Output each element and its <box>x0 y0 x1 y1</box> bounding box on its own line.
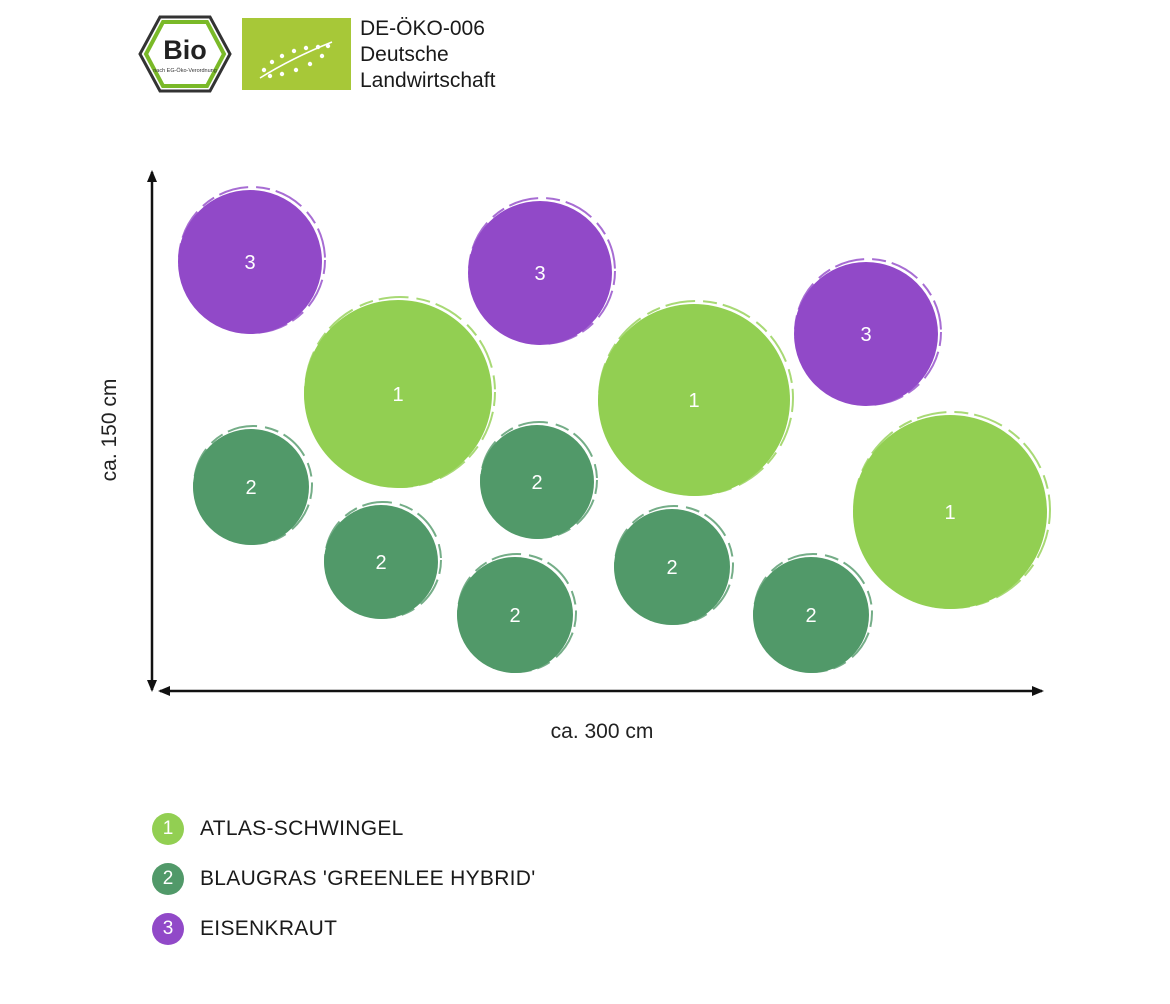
eu-star <box>325 43 331 49</box>
plant-number: 2 <box>509 605 520 627</box>
legend-marker-1: 1 <box>152 813 184 845</box>
plant-number: 2 <box>245 477 256 499</box>
eu-star <box>307 61 313 67</box>
plant-circle-2: 2 <box>614 505 734 625</box>
width-label: ca. 300 cm <box>551 720 654 743</box>
legend-marker-3: 3 <box>152 913 184 945</box>
plant-circle-1: 1 <box>598 300 794 496</box>
plant-number: 2 <box>666 557 677 579</box>
legend-item-1: 1 ATLAS-SCHWINGEL <box>152 812 536 846</box>
eu-star <box>269 59 275 65</box>
legend-marker-2: 2 <box>152 863 184 895</box>
planting-plan: ca. 150 cm ca. 300 cm 3 3 3 1 1 1 2 2 2 2 2 2 <box>98 170 1051 743</box>
eu-star <box>303 45 309 51</box>
plant-number: 1 <box>392 384 403 406</box>
cert-line-2: Deutsche <box>360 43 449 66</box>
eu-star <box>261 67 267 73</box>
eu-star <box>319 53 325 59</box>
plant-number: 1 <box>944 502 955 524</box>
legend-label-2: BLAUGRAS 'GREENLEE HYBRID' <box>200 867 536 890</box>
plant-number: 2 <box>805 605 816 627</box>
plant-circles: 3 3 3 1 1 1 2 2 2 2 2 2 <box>178 186 1051 673</box>
legend-item-2: 2 BLAUGRAS 'GREENLEE HYBRID' <box>152 862 536 896</box>
svg-text:Bio: Bio <box>163 35 207 65</box>
plant-number: 2 <box>531 472 542 494</box>
eu-star <box>279 71 285 77</box>
plant-circle-2: 2 <box>480 421 598 539</box>
bio-seal-logo: Bio nach EG-Öko-Verordnung <box>138 15 232 93</box>
eu-organic-leaf-logo <box>242 18 351 90</box>
eu-star <box>267 73 273 79</box>
plant-number: 3 <box>534 263 545 285</box>
plant-circle-2: 2 <box>457 553 577 673</box>
legend-label-3: EISENKRAUT <box>200 917 338 940</box>
legend-item-3: 3 EISENKRAUT <box>152 912 536 946</box>
plant-circle-3: 3 <box>178 186 326 334</box>
eu-leaf-stem <box>259 41 333 79</box>
svg-text:nach EG-Öko-Verordnung: nach EG-Öko-Verordnung <box>153 67 217 74</box>
cert-code: DE-ÖKO-006 <box>360 17 485 40</box>
eu-star <box>291 48 297 54</box>
plant-number: 3 <box>244 252 255 274</box>
plant-circle-3: 3 <box>794 258 942 406</box>
cert-line-3: Landwirtschaft <box>360 69 496 92</box>
legend-label-1: ATLAS-SCHWINGEL <box>200 817 404 840</box>
certification-text: DE-ÖKO-006 Deutsche Landwirtschaft <box>360 16 495 94</box>
legend: 1 ATLAS-SCHWINGEL 2 BLAUGRAS 'GREENLEE H… <box>152 812 536 962</box>
plant-circle-3: 3 <box>468 197 616 345</box>
plant-number: 1 <box>688 390 699 412</box>
plant-number: 3 <box>860 324 871 346</box>
plant-circle-1: 1 <box>304 296 496 488</box>
eu-star <box>293 67 299 73</box>
plant-circle-2: 2 <box>193 425 313 545</box>
height-label: ca. 150 cm <box>98 379 121 482</box>
plant-circle-2: 2 <box>753 553 873 673</box>
plant-circle-1: 1 <box>853 411 1051 609</box>
eu-star <box>279 53 285 59</box>
plant-number: 2 <box>375 552 386 574</box>
plant-circle-2: 2 <box>324 501 442 619</box>
